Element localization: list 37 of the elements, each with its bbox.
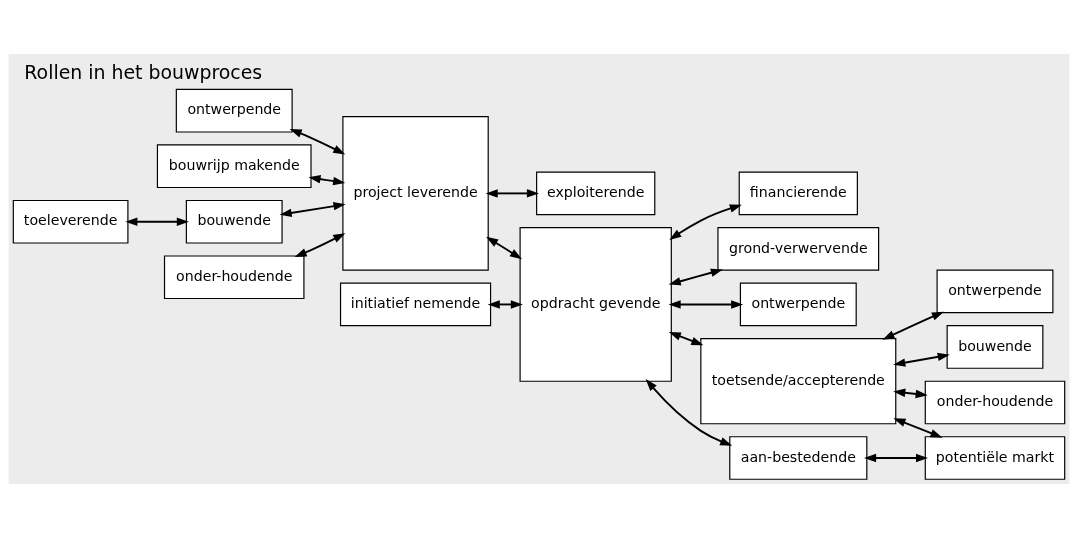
arrow — [893, 352, 950, 367]
node-box: grond-verwervende — [717, 226, 880, 271]
node-box: bouwende — [185, 199, 283, 244]
diagram-title: Rollen in het bouwproces — [24, 60, 263, 83]
arrow — [669, 203, 742, 240]
node-box: exploiterende — [536, 171, 656, 215]
node-box: ontwerpende — [175, 88, 293, 133]
arrow — [294, 232, 346, 257]
arrow — [279, 201, 346, 217]
node-box: ontwerpende — [936, 269, 1054, 313]
arrow — [668, 299, 744, 309]
node-box: bouwrijp makende — [156, 143, 312, 188]
arrow — [882, 311, 944, 340]
arrow — [645, 378, 733, 446]
node-box: toeleverende — [12, 199, 129, 244]
arrow — [668, 331, 704, 345]
arrow — [893, 417, 943, 438]
node-box: bouwende — [946, 324, 1044, 369]
node-box: opdracht gevende — [519, 226, 672, 382]
node-box: project leverende — [342, 115, 489, 271]
node-box: ontwerpende — [739, 282, 857, 326]
arrow — [486, 236, 522, 259]
node-box: financierende — [738, 171, 858, 215]
arrow — [125, 217, 189, 226]
arrow — [487, 299, 523, 309]
node-box: toetsende/accepterende — [700, 337, 897, 424]
arrow — [668, 268, 723, 285]
node-box: aan-bestedende — [729, 435, 868, 480]
node-box: initiatief nemende — [339, 282, 492, 326]
node-box: potentiële markt — [924, 435, 1066, 480]
arrow — [308, 174, 346, 185]
arrow — [893, 388, 928, 398]
node-box: onder-houdende — [924, 380, 1066, 424]
arrow — [289, 128, 346, 154]
node-box: onder-houdende — [163, 254, 305, 299]
arrow — [864, 453, 929, 462]
arrow — [485, 188, 539, 198]
